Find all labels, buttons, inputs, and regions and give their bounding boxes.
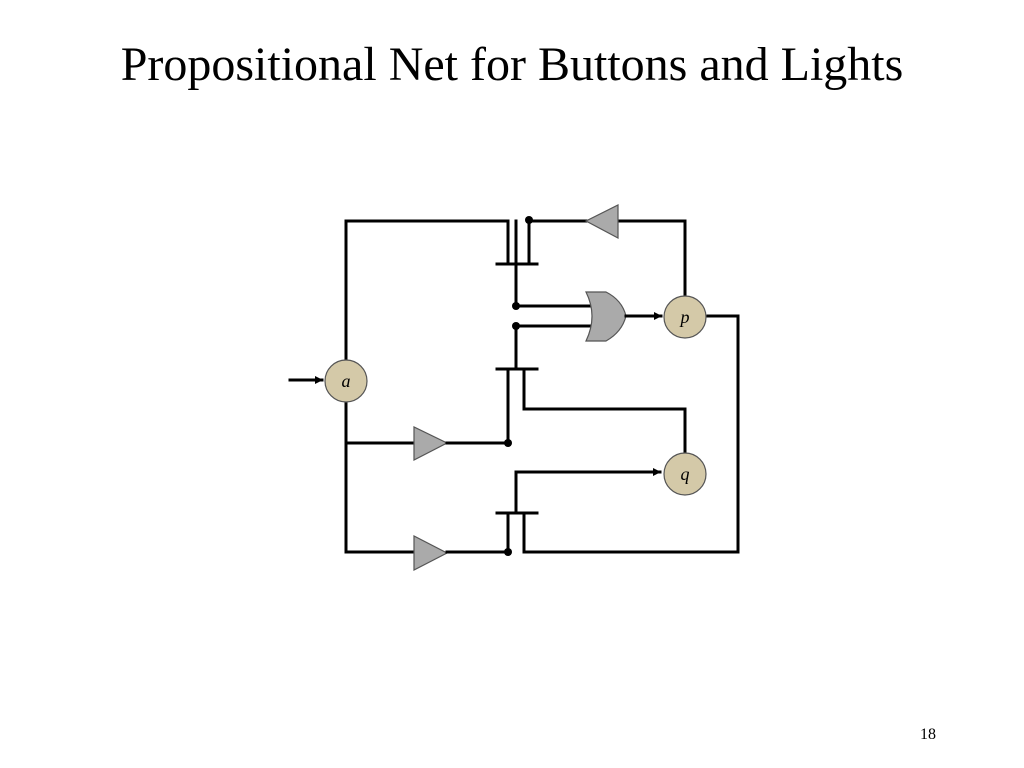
transition-bottom (495, 314, 740, 554)
transition-middle (495, 324, 687, 457)
negation-gate-bottom (413, 535, 449, 571)
slide-title: Propositional Net for Buttons and Lights (120, 38, 904, 91)
node-a-label: a (342, 371, 351, 391)
wires-from-a (344, 219, 510, 554)
negation-gate-middle (413, 426, 449, 461)
page-number: 18 (920, 726, 936, 743)
junction-dot (504, 548, 512, 556)
node-p-label: p (679, 307, 690, 327)
or-gate (585, 291, 627, 342)
junction-dot (525, 216, 533, 224)
node-a: a (324, 359, 368, 403)
transition-top (495, 219, 539, 308)
node-q: q (663, 452, 707, 496)
junction-dot (504, 439, 512, 447)
or-gate-inputs (514, 304, 592, 328)
negation-gate-top (584, 204, 619, 239)
junction-dot (512, 302, 520, 310)
feedback-wire-p (527, 219, 687, 302)
node-q-label: q (681, 464, 690, 484)
node-p: p (663, 295, 707, 339)
